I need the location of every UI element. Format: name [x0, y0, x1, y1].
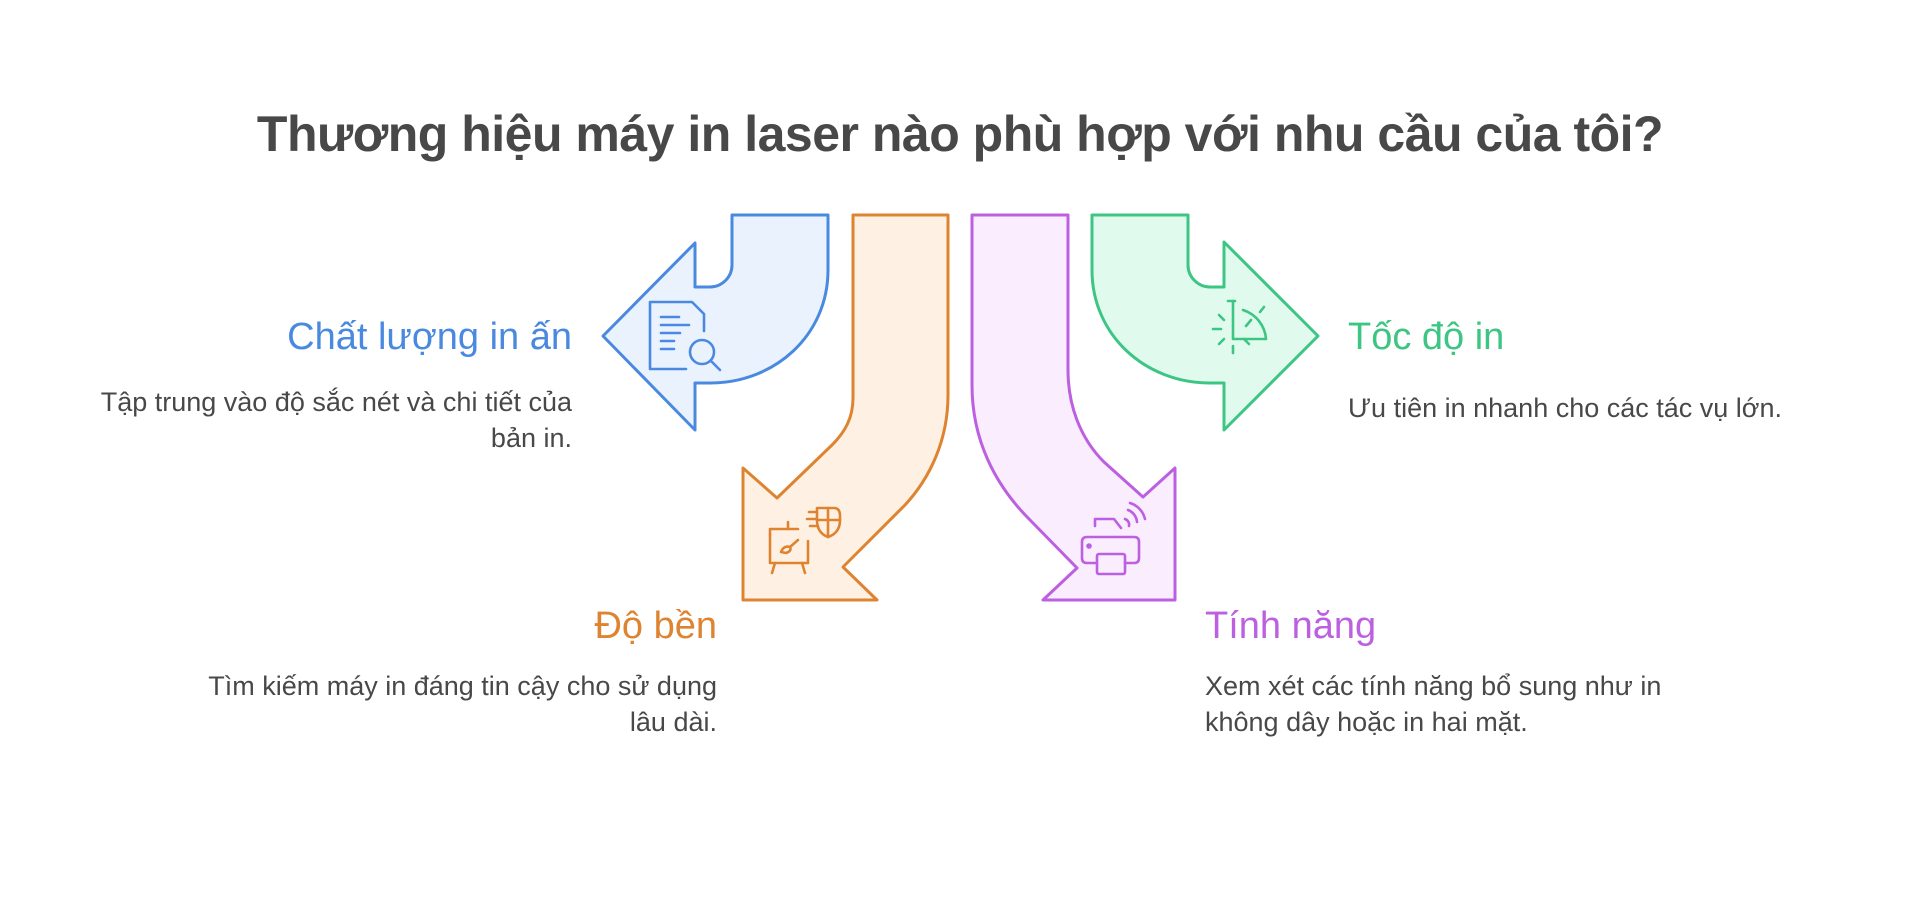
quality-description: Tập trung vào độ sắc nét và chi tiết của… — [100, 387, 572, 453]
durability-label: Độ bền — [594, 605, 717, 647]
speed-description: Ưu tiên in nhanh cho các tác vụ lớn. — [1348, 393, 1783, 423]
quality-arrow — [601, 213, 830, 432]
features-description: Xem xét các tính năng bổ sung như in khô… — [1205, 671, 1662, 737]
easel-paint-icon — [768, 506, 842, 575]
quality-label: Chất lượng in ấn — [287, 316, 572, 358]
speed-arrow — [1090, 213, 1320, 432]
durability-description: Tìm kiếm máy in đáng tin cậy cho sử dụng… — [208, 671, 717, 737]
wireless-printer-icon — [1080, 501, 1147, 576]
speed-label: Tốc độ in — [1348, 316, 1505, 358]
features-arrow — [970, 213, 1177, 602]
durability-arrow — [741, 213, 950, 602]
stopwatch-icon — [1211, 299, 1268, 355]
document-search-icon — [648, 300, 722, 372]
features-label: Tính năng — [1205, 605, 1377, 647]
diagram-title: Thương hiệu máy in laser nào phù hợp với… — [256, 106, 1664, 162]
